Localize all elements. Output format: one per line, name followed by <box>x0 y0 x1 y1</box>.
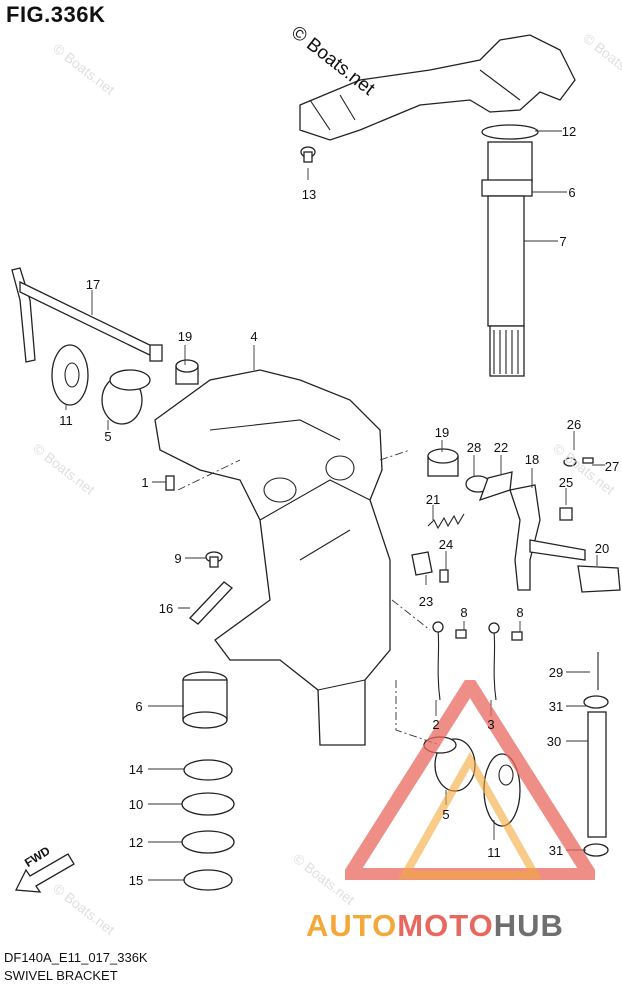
bushing-19b-part <box>427 448 459 477</box>
plate-23-part <box>411 551 449 583</box>
callout-label: 20 <box>594 541 610 556</box>
callout-label: 11 <box>59 413 73 428</box>
steering-bracket-part <box>299 34 576 141</box>
bolt-13-part <box>300 146 316 163</box>
callout-label: 18 <box>524 452 540 467</box>
callout-label: 31 <box>548 699 564 714</box>
callout-label: 31 <box>548 843 564 858</box>
callout-label: 15 <box>128 873 144 888</box>
grip-20-part <box>577 565 621 593</box>
pin-29-30-31-part <box>583 652 609 857</box>
bushing-6-part <box>182 671 228 729</box>
callout-label: 7 <box>559 234 567 249</box>
spring-21-part <box>427 513 465 530</box>
callout-label: 25 <box>558 475 574 490</box>
bolt-9-part <box>205 551 223 568</box>
brand-logo-text: AUTOMOTOHUB <box>306 908 564 944</box>
swivel-bracket-body-part <box>154 369 391 746</box>
leader-lines <box>65 130 605 881</box>
bushing-5-part <box>101 369 151 425</box>
callout-label: 17 <box>85 277 101 292</box>
washer-11-part <box>51 344 89 406</box>
callout-label: 26 <box>566 417 582 432</box>
callout-label: 6 <box>135 699 143 714</box>
callout-label: 12 <box>561 124 577 139</box>
callout-label: 19 <box>177 329 193 344</box>
callout-label: 9 <box>174 551 182 566</box>
callout-label: 14 <box>128 762 144 777</box>
steering-shaft-part <box>481 124 539 377</box>
callout-label: 30 <box>546 734 562 749</box>
callout-label: 22 <box>493 440 509 455</box>
callout-label: 8 <box>516 605 524 620</box>
callout-label: 1 <box>141 475 149 490</box>
diagram-code: DF140A_E11_017_336K <box>4 950 148 965</box>
callout-label: 23 <box>418 594 434 609</box>
callout-label: 13 <box>301 187 317 202</box>
parts-28-22-part <box>465 471 513 502</box>
callout-label: 29 <box>548 665 564 680</box>
callout-label: 6 <box>568 185 576 200</box>
callout-label: 19 <box>434 425 450 440</box>
small-parts-26-27-25-part <box>559 457 594 521</box>
callout-label: 5 <box>442 807 450 822</box>
callout-label: 2 <box>432 717 440 732</box>
callout-label: 5 <box>104 429 112 444</box>
fwd-arrow-icon <box>14 853 75 893</box>
callout-label: 16 <box>158 601 174 616</box>
bushing-19-part <box>175 359 199 385</box>
callout-label: 4 <box>250 329 258 344</box>
callout-label: 12 <box>128 835 144 850</box>
callout-label: 10 <box>128 797 144 812</box>
lever-18-part <box>509 484 586 591</box>
logo-triangle-icon <box>345 680 595 880</box>
brand-part-3: HUB <box>493 908 564 943</box>
shaft-17-part <box>11 267 163 363</box>
callout-label: 27 <box>604 459 620 474</box>
brand-part-2: MOTO <box>397 908 494 943</box>
callout-label: 21 <box>425 492 441 507</box>
diagram-caption: SWIVEL BRACKET <box>4 968 118 983</box>
callout-label: 24 <box>438 537 454 552</box>
callout-label: 8 <box>460 605 468 620</box>
ring-stack-part <box>181 759 235 891</box>
bolt-1-part <box>165 475 175 491</box>
clip-16-part <box>189 581 233 625</box>
callout-label: 28 <box>466 440 482 455</box>
figure-title: FIG.336K <box>6 2 106 27</box>
callout-label: 11 <box>487 845 501 860</box>
brand-part-1: AUTO <box>306 908 398 943</box>
wires-2-3-part <box>432 621 523 701</box>
callout-label: 3 <box>487 717 495 732</box>
